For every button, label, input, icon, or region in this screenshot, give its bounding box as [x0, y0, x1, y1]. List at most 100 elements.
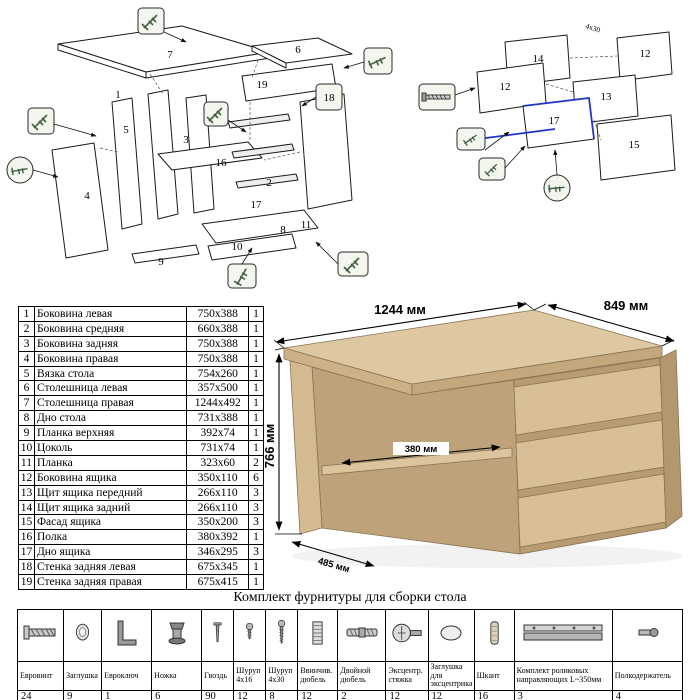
- hardware-qty: 12: [427, 689, 475, 700]
- part-number: 2: [18, 320, 35, 337]
- nail-icon: [201, 609, 235, 662]
- desk-3d-render: 1244 мм 849 мм 766 мм 380 мм 485 мм: [262, 298, 683, 575]
- part-size: 266x110: [186, 484, 250, 501]
- part-name: Столешница левая: [33, 380, 188, 397]
- hardware-name: Эксцентр. стяжка: [385, 661, 429, 691]
- dim-width-label: 1244 мм: [374, 302, 426, 317]
- drawer-unit-side: [659, 349, 683, 529]
- part-number-label: 5: [123, 124, 129, 136]
- floor-shadow: [292, 544, 682, 568]
- drawer-exploded-panels: [476, 31, 676, 181]
- part-name: Боковина средняя: [33, 320, 188, 337]
- part-number: 9: [18, 425, 35, 442]
- part-number-label: 17: [251, 199, 263, 211]
- part-size: 350x110: [186, 469, 250, 486]
- screw-short-icon: [233, 609, 267, 662]
- part-size: 750x388: [186, 350, 250, 367]
- part-number-label: 18: [324, 92, 336, 104]
- part-size: 392x74: [186, 425, 250, 442]
- fastener-icons: [421, 92, 566, 199]
- cam-lock-icon: [385, 609, 429, 662]
- part-size: 266x110: [186, 499, 250, 516]
- part-name: Планка: [33, 454, 188, 471]
- part-size: 357x500: [186, 380, 250, 397]
- part-number-label: 7: [167, 49, 173, 61]
- part-name: Вязка стола: [33, 365, 188, 382]
- hardware-qty: 12: [297, 689, 339, 700]
- part-name: Дно ящика: [33, 544, 188, 561]
- hardware-name: Комплект роликовых направляющих L~350мм: [513, 661, 613, 691]
- hardware-qty: 3: [513, 689, 613, 700]
- part-size: 323x60: [186, 454, 250, 471]
- part-number-label: 6: [295, 44, 301, 56]
- hardware-icons-row: [16, 609, 684, 662]
- part-size: 675x415: [186, 574, 250, 590]
- part-name: Фасад ящика: [33, 514, 188, 531]
- part-name: Полка: [33, 529, 188, 546]
- part-number: 8: [18, 410, 35, 427]
- part-number-label: 2: [266, 177, 272, 189]
- part-number: 19: [18, 574, 35, 590]
- part-number: 7: [18, 395, 35, 412]
- double-dowel-icon: [337, 609, 387, 662]
- part-number: 15: [18, 514, 35, 531]
- part-name: Боковина правая: [33, 350, 188, 367]
- part-name: Дно стола: [33, 410, 188, 427]
- hardware-name: Ножка: [151, 661, 203, 691]
- part-number-label: 4: [84, 190, 90, 202]
- hardware-name: Шкант: [473, 661, 515, 691]
- euroscrew-icon: [16, 609, 65, 662]
- insert-dowel-icon: [297, 609, 339, 662]
- part-number: 5: [18, 365, 35, 382]
- leader-lines: [454, 87, 558, 176]
- part-number: 17: [18, 544, 35, 561]
- hardware-name: Ввинчив. дюбель: [297, 661, 339, 691]
- part-size: 750x388: [186, 306, 250, 322]
- part-number-label: 12: [640, 48, 651, 60]
- part-name: Боковина ящика: [33, 469, 188, 486]
- hardware-name: Заглушка для эксцентрика: [427, 661, 475, 691]
- part-size: 754x260: [186, 365, 250, 382]
- part-number: 13: [18, 484, 35, 501]
- part-size: 346x295: [186, 544, 250, 561]
- plug-icon: [63, 609, 103, 662]
- part-number: 16: [18, 529, 35, 546]
- part-name: Стенка задняя левая: [33, 559, 188, 576]
- part-number: 3: [18, 335, 35, 352]
- part-number-label: 12: [500, 81, 511, 93]
- hardware-name: Шуруп 4х30: [265, 661, 299, 691]
- part-number-label: 15: [629, 139, 641, 151]
- hardware-name: Двойной дюбель: [337, 661, 387, 691]
- part-size: 675x345: [186, 559, 250, 576]
- part-size: 1244x492: [186, 395, 250, 412]
- desk-exploded-panels: [51, 25, 353, 264]
- part-number-label: 1: [115, 89, 121, 101]
- long-screw-icon: [421, 92, 451, 102]
- hardware-name: Евровинт: [16, 661, 65, 691]
- hardware-qty: 4: [611, 689, 684, 700]
- part-number: 11: [18, 454, 35, 471]
- dim-height-label: 766 мм: [262, 424, 277, 469]
- part-number: 18: [18, 559, 35, 576]
- leader-lines: [32, 31, 365, 265]
- part-qty: 1: [248, 410, 264, 427]
- dimension-lines: [273, 301, 675, 568]
- hardware-name: Евроключ: [101, 661, 153, 691]
- shelf-pin-icon: [611, 609, 684, 662]
- part-number-label: 17: [549, 115, 561, 127]
- part-size: 750x388: [186, 335, 250, 352]
- hardware-kit-title: Комплект фурнитуры для сборки стола: [233, 590, 467, 605]
